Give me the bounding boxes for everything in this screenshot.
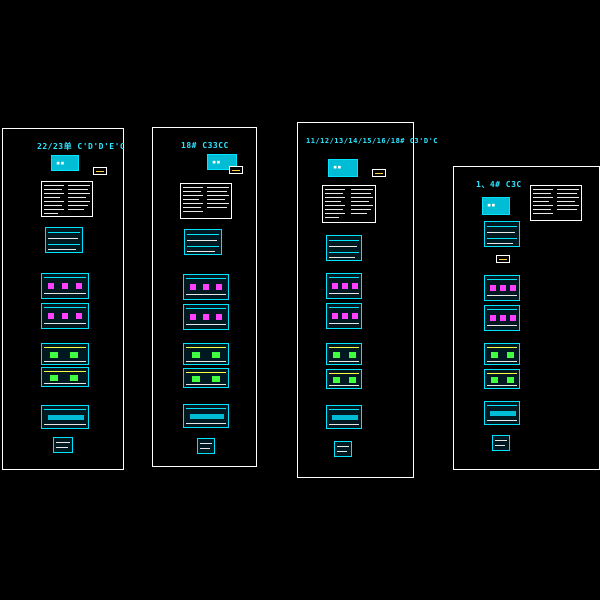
floor-plan-thumbnail — [41, 367, 89, 387]
detail-thumbnail — [53, 437, 73, 453]
floor-plan-thumbnail — [41, 405, 89, 429]
floor-plan-thumbnail — [484, 305, 520, 331]
floor-plan-thumbnail — [41, 303, 89, 329]
drawing-sheet-3: 11/12/13/14/15/16/18# C3'D'C ▪▪ — [297, 122, 438, 478]
detail-thumbnail — [197, 438, 215, 454]
plan-thumbnail — [45, 227, 83, 253]
notes-thumbnail — [180, 183, 232, 219]
drawing-sheet-1: 22/23单 C'D'D'E'C ▪▪ — [2, 128, 126, 470]
floor-plan-thumbnail — [484, 401, 520, 425]
notes-thumbnail — [41, 181, 93, 217]
detail-thumbnail — [334, 441, 352, 457]
sheet-title: 22/23单 C'D'D'E'C — [37, 142, 126, 151]
notes-thumbnail — [530, 185, 582, 221]
stamp-icon — [496, 255, 510, 263]
plan-thumbnail — [326, 235, 362, 261]
floor-plan-thumbnail — [41, 343, 89, 365]
floor-plan-thumbnail — [183, 343, 229, 365]
stamp-icon — [229, 166, 243, 174]
sheet-title: 18# C33CC — [181, 141, 229, 150]
stamp-icon — [93, 167, 107, 175]
cover-block: ▪▪ — [328, 159, 358, 177]
floor-plan-thumbnail — [183, 368, 229, 388]
floor-plan-thumbnail — [326, 273, 362, 299]
drawing-sheet-2: 18# C33CC ▪▪ — [152, 127, 257, 467]
sheet-title: 11/12/13/14/15/16/18# C3'D'C — [306, 137, 439, 145]
plan-thumbnail — [484, 221, 520, 247]
sheet-title: 1、4# C3C — [476, 180, 522, 189]
floor-plan-thumbnail — [326, 405, 362, 429]
drawing-sheet-4: 1、4# C3C ▪▪ — [453, 166, 600, 470]
floor-plan-thumbnail — [183, 404, 229, 428]
floor-plan-thumbnail — [326, 343, 362, 365]
floor-plan-thumbnail — [183, 274, 229, 300]
plan-thumbnail — [184, 229, 222, 255]
cover-block: ▪▪ — [51, 155, 79, 171]
floor-plan-thumbnail — [326, 369, 362, 389]
floor-plan-thumbnail — [484, 343, 520, 365]
floor-plan-thumbnail — [484, 275, 520, 301]
stamp-icon — [372, 169, 386, 177]
floor-plan-thumbnail — [183, 304, 229, 330]
cover-block: ▪▪ — [482, 197, 510, 215]
detail-thumbnail — [492, 435, 510, 451]
floor-plan-thumbnail — [484, 369, 520, 389]
floor-plan-thumbnail — [41, 273, 89, 299]
floor-plan-thumbnail — [326, 303, 362, 329]
notes-thumbnail — [322, 185, 376, 223]
